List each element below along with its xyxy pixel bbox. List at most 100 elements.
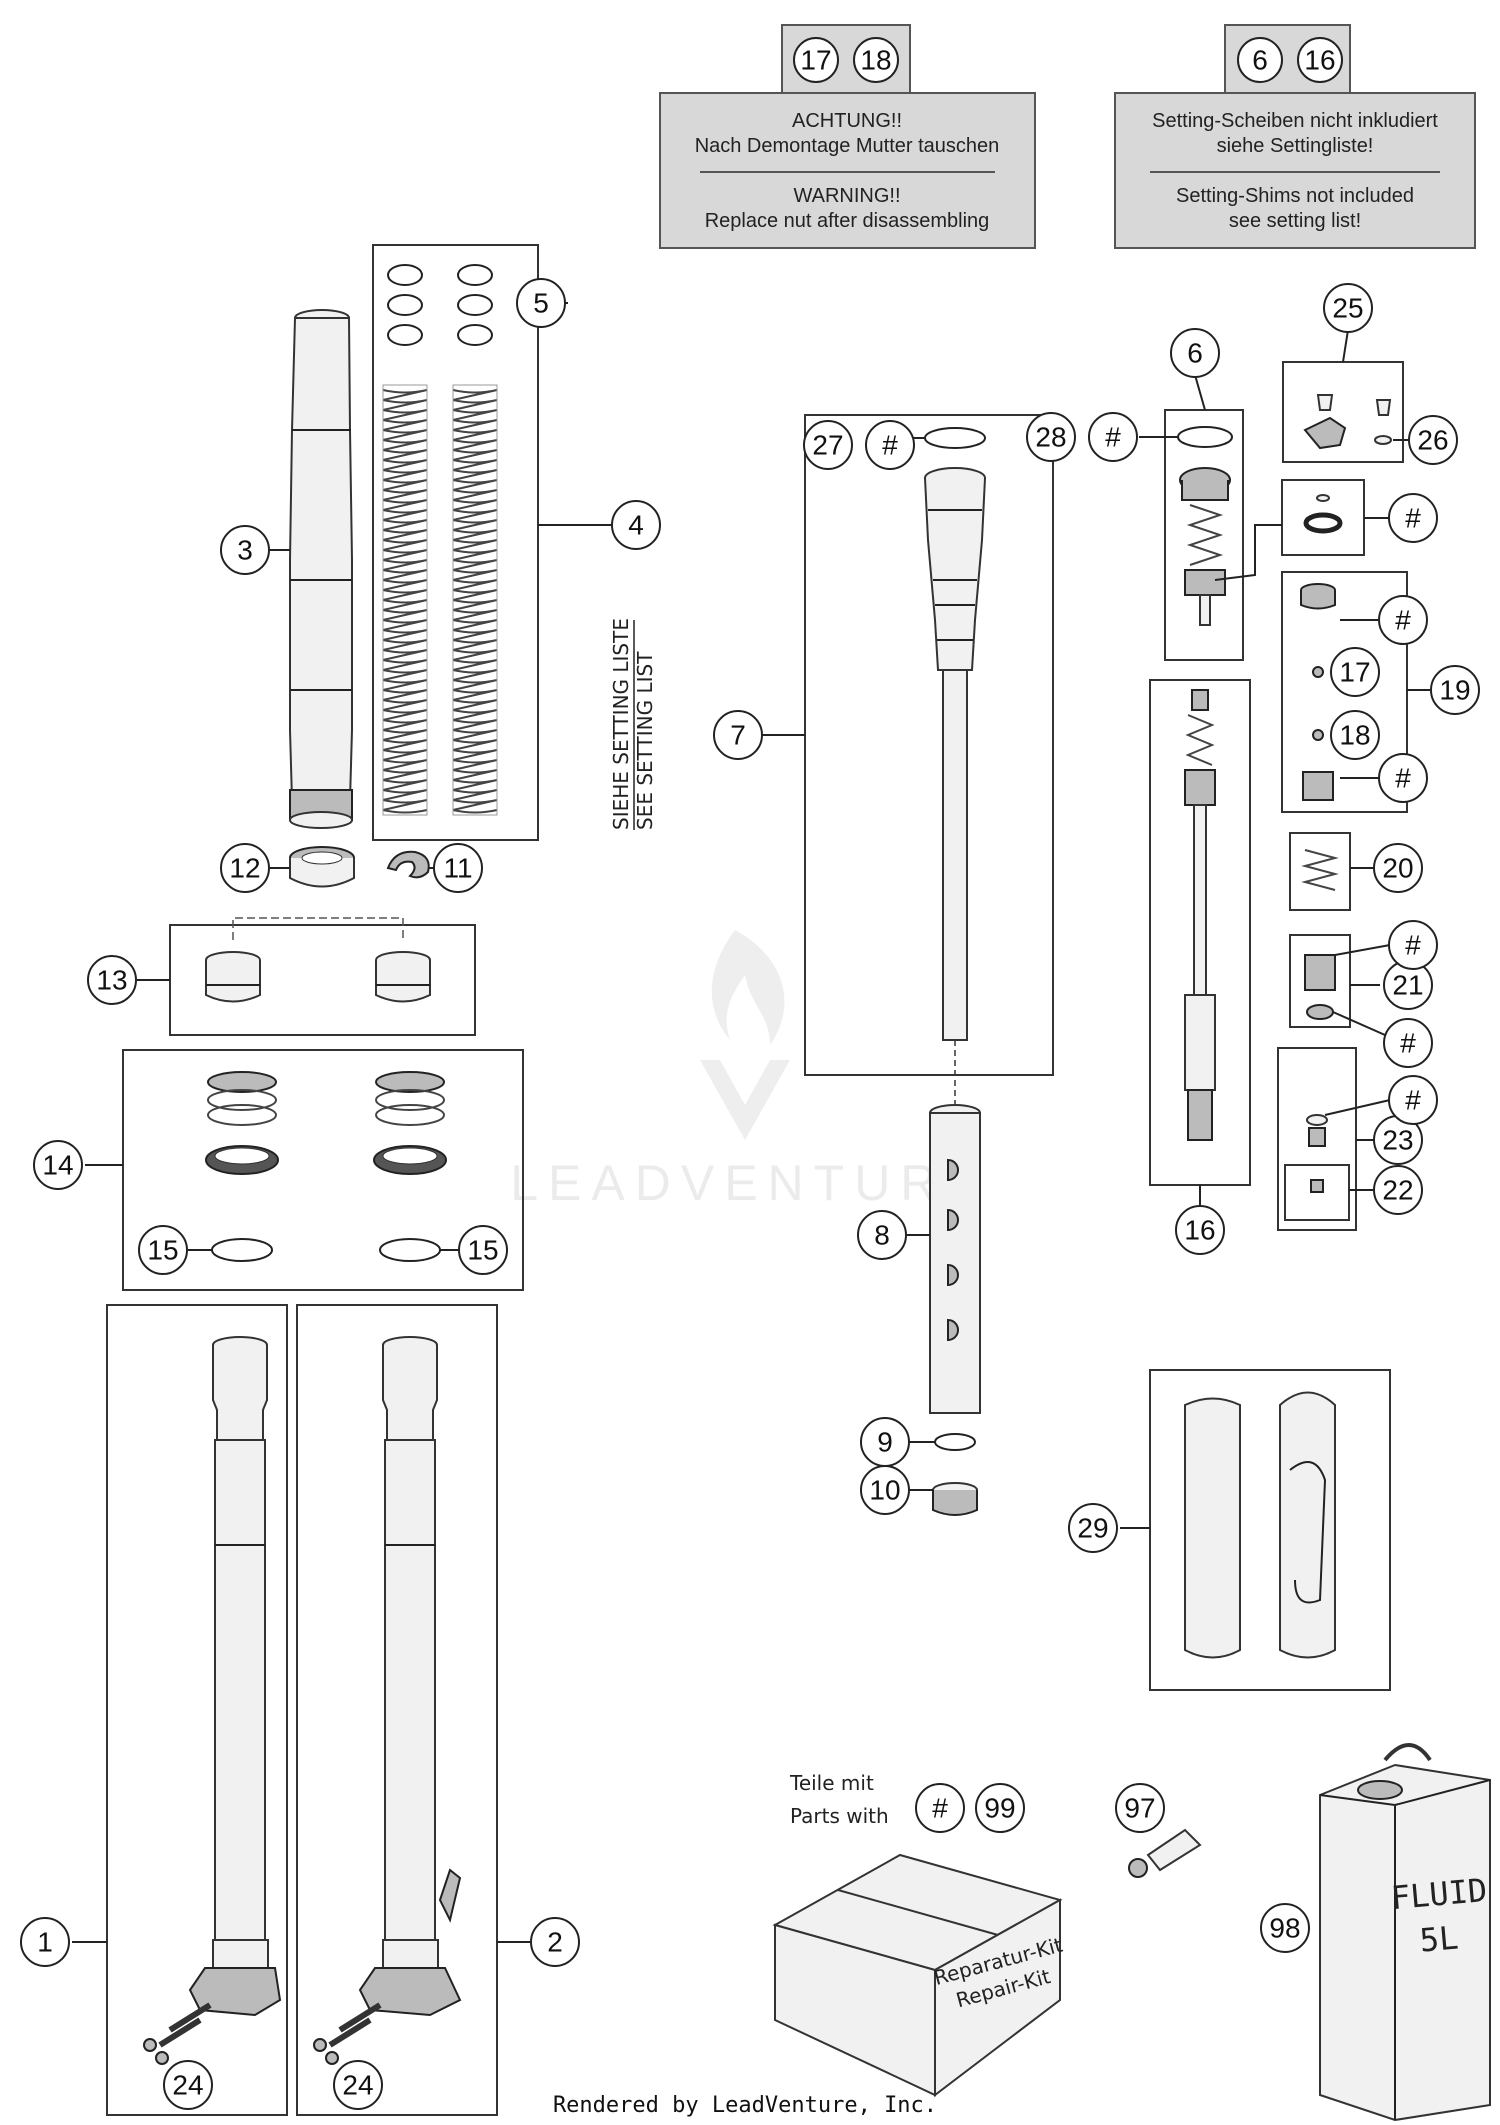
callout-circle: [1373, 843, 1423, 893]
callout-circle: [1408, 415, 1458, 465]
part-14-seal-set: [122, 1049, 524, 1291]
svg-text:Nach Demontage Mutter tauschen: Nach Demontage Mutter tauschen: [695, 135, 1000, 157]
part-5-spacer-rings: [387, 264, 493, 346]
warning-note-left: 17 18 ACHTUNG!! Nach Demontage Mutter ta…: [659, 24, 1036, 249]
callout-circle: [1378, 595, 1428, 645]
callout-number-c25: 25: [1332, 293, 1363, 324]
callout-circle: [1383, 1018, 1433, 1068]
callout-circle: [1330, 647, 1380, 697]
part-15-o-ring-left: [211, 1238, 273, 1262]
callout-number-c28: 28: [1035, 422, 1066, 453]
callout-circle: [975, 1783, 1025, 1833]
callout-circle: [220, 525, 270, 575]
callout-number-c24a: 24: [172, 2070, 203, 2101]
callout-number-c17: 17: [1339, 657, 1370, 688]
callout-number-h21a: #: [1405, 930, 1421, 961]
callout-circle: [1330, 710, 1380, 760]
callout-circle: [1260, 1903, 1310, 1953]
callout-circle: [860, 1465, 910, 1515]
callout-circle: [857, 1210, 907, 1260]
callout-circle: [1430, 665, 1480, 715]
svg-text:Replace nut after disassemblin: Replace nut after disassembling: [705, 210, 990, 232]
kit-legend: Teile mit Parts with: [789, 1771, 889, 1828]
callout-number-c29: 29: [1077, 1513, 1108, 1544]
callout-number-h99: #: [932, 1793, 948, 1824]
part-2-fork-leg: [296, 1304, 498, 2116]
part-21-valve: [1289, 934, 1351, 1028]
callout-number-c98: 98: [1269, 1913, 1300, 1944]
callout-number-c19: 19: [1439, 675, 1470, 706]
callout-circle: [1323, 283, 1373, 333]
svg-text:17: 17: [800, 45, 831, 76]
callout-number-c21: 21: [1392, 970, 1423, 1001]
callout-number-c23: 23: [1382, 1125, 1413, 1156]
svg-text:SEE SETTING LIST: SEE SETTING LIST: [633, 651, 657, 830]
part-9-o-ring: [934, 1433, 976, 1451]
callout-number-h6: #: [1405, 503, 1421, 534]
callout-circle: [1373, 1165, 1423, 1215]
callout-circle: [1026, 412, 1076, 462]
callout-number-c1: 1: [37, 1927, 53, 1958]
part-29-fork-guards: [1149, 1369, 1391, 1691]
shim-note-right: 6 16 Setting-Scheiben nicht inkludiert s…: [1114, 24, 1476, 249]
svg-text:siehe Settingliste!: siehe Settingliste!: [1217, 135, 1374, 157]
callout-circle: [1175, 1205, 1225, 1255]
part-7-cartridge: [804, 414, 1054, 1110]
callout-number-h19b: #: [1395, 763, 1411, 794]
part-8-damper-tube: [929, 1104, 981, 1414]
svg-text:6: 6: [1252, 45, 1268, 76]
callout-number-c12: 12: [229, 853, 260, 884]
callout-circle: [1068, 1503, 1118, 1553]
rendered-by-footer: Rendered by LeadVenture, Inc.: [553, 2093, 937, 2118]
callout-number-c11: 11: [443, 853, 472, 884]
svg-text:SIEHE SETTING LISTE: SIEHE SETTING LISTE: [609, 618, 633, 830]
part-98-fork-fluid-can: FLUID 5L: [1319, 1743, 1491, 2122]
svg-text:ACHTUNG!!: ACHTUNG!!: [792, 110, 902, 132]
callout-number-h21b: #: [1400, 1028, 1416, 1059]
part-16-piston-rod: [1149, 679, 1251, 1186]
callout-number-c13: 13: [96, 965, 127, 996]
part-25-hardware-kit: [1282, 361, 1404, 463]
callout-number-c10: 10: [869, 1475, 900, 1506]
part-97-grease-tube: [1128, 1828, 1202, 1878]
callout-number-c15b: 15: [467, 1235, 498, 1266]
callout-number-c8: 8: [874, 1220, 890, 1251]
parts-4-5-spring-set: [372, 244, 539, 841]
callout-number-c99: 99: [984, 1793, 1015, 1824]
svg-text:Parts with: Parts with: [790, 1804, 889, 1828]
callout-circle: [458, 1225, 508, 1275]
callout-number-c20: 20: [1382, 853, 1413, 884]
part-20-spring: [1289, 832, 1351, 911]
callout-number-h27: #: [882, 430, 898, 461]
part-3-outer-tube: [289, 309, 353, 829]
callout-circle: [915, 1783, 965, 1833]
callout-circle: [333, 2060, 383, 2110]
leadventure-watermark: LEADVENTURE: [510, 930, 980, 1211]
callout-circle: [33, 1140, 83, 1190]
svg-text:5L: 5L: [1418, 1918, 1460, 1959]
seal-set-box: [1281, 479, 1365, 556]
callout-circle: [163, 2060, 213, 2110]
callout-number-c2: 2: [547, 1927, 563, 1958]
callout-number-c16: 16: [1184, 1215, 1215, 1246]
callout-circle: [1388, 1075, 1438, 1125]
callout-number-c6: 6: [1187, 338, 1203, 369]
callout-number-c3: 3: [237, 535, 253, 566]
callout-circle: [220, 843, 270, 893]
part-10-nut: [932, 1482, 978, 1516]
svg-text:WARNING!!: WARNING!!: [793, 185, 900, 207]
svg-text:16: 16: [1304, 45, 1335, 76]
callout-number-c15a: 15: [147, 1235, 178, 1266]
callout-number-c22: 22: [1382, 1175, 1413, 1206]
callout-number-c24b: 24: [342, 2070, 373, 2101]
part-4-fork-springs: [382, 384, 498, 816]
callout-circle: [1088, 412, 1138, 462]
part-19-valve-kit: [1281, 571, 1408, 813]
callout-number-c27: 27: [812, 430, 843, 461]
part-26-washer: [1374, 435, 1392, 445]
svg-text:Teile mit: Teile mit: [789, 1771, 874, 1795]
callout-number-c97: 97: [1124, 1793, 1155, 1824]
svg-text:see setting list!: see setting list!: [1229, 210, 1361, 232]
callout-circle: [433, 843, 483, 893]
